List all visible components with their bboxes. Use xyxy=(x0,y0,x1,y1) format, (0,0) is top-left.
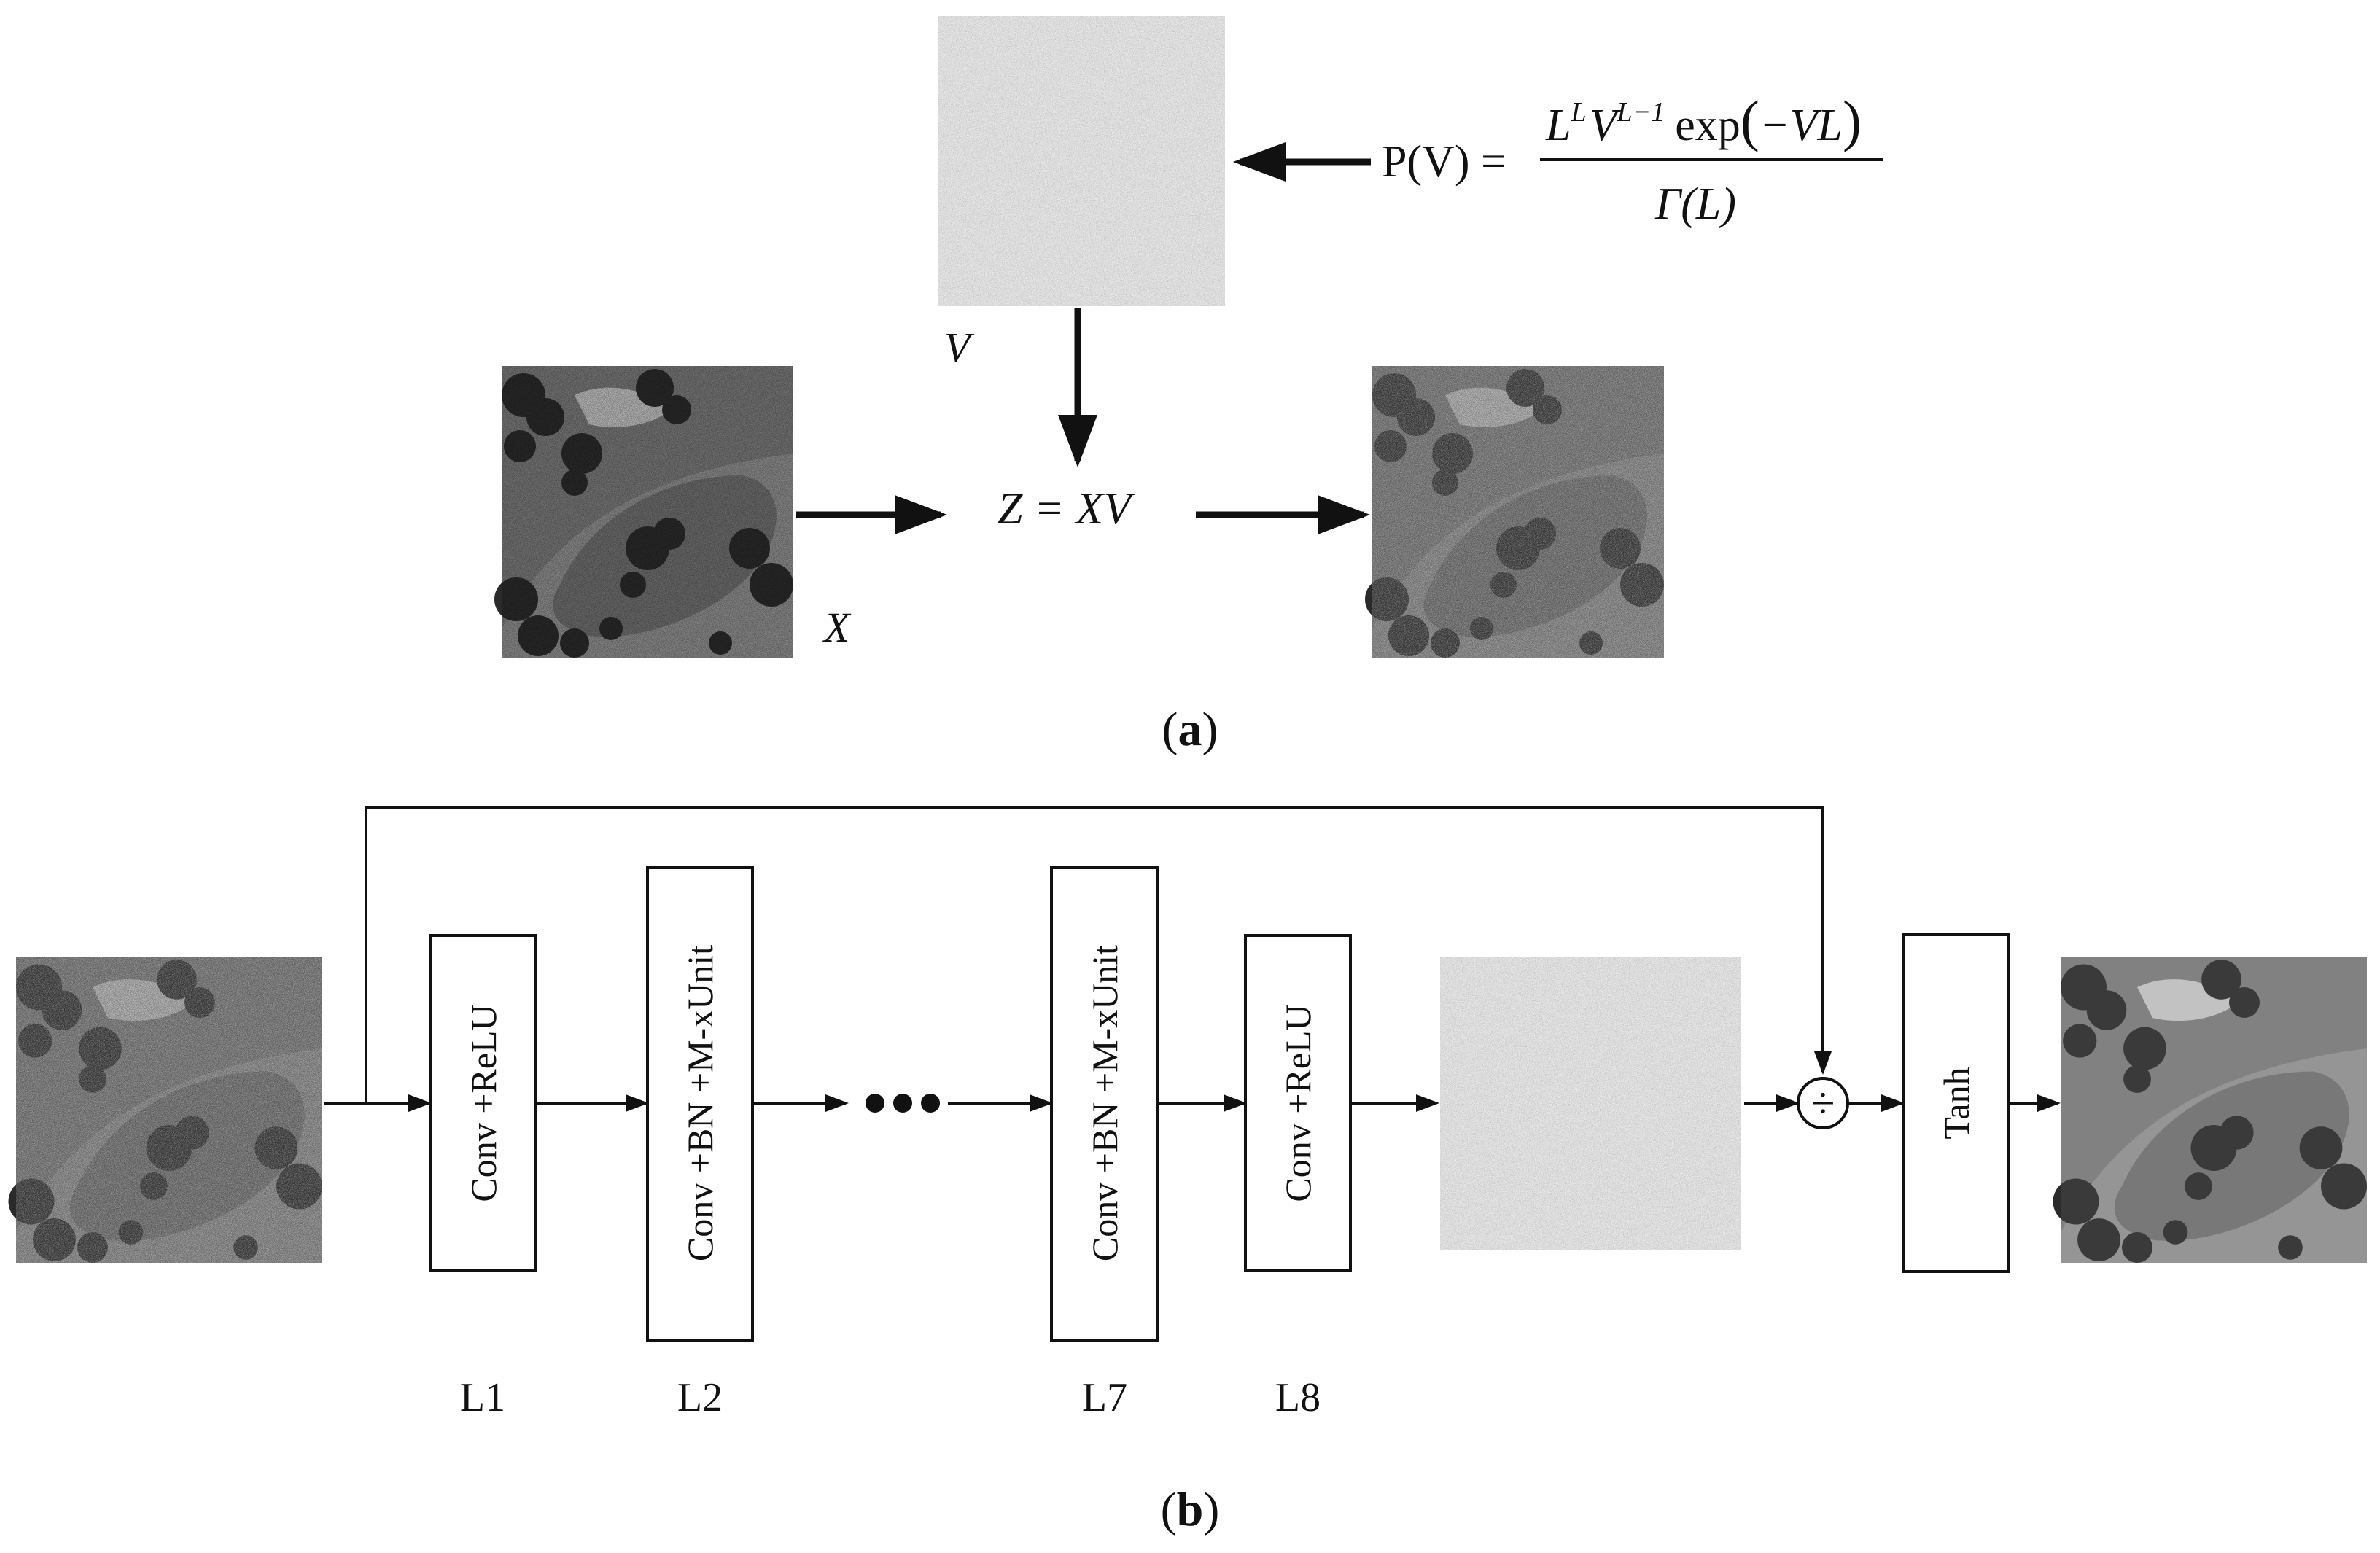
pdf-num-exp: exp xyxy=(1675,101,1741,150)
block-tanh: Tanh xyxy=(1902,933,2010,1273)
pdf-numerator: LLVL−1 exp(−VL) xyxy=(1545,89,1862,152)
ellipsis-dots xyxy=(866,1094,940,1113)
caption-b: (b) xyxy=(1161,1483,1220,1536)
caption-a: (a) xyxy=(1162,703,1218,756)
divide-node: ÷ xyxy=(1797,1077,1849,1129)
noise-image-v xyxy=(938,16,1225,306)
block-l2: Conv +BN +M-xUnit L2 xyxy=(646,866,754,1420)
pdf-denominator: Γ(L) xyxy=(1654,179,1736,229)
noise-label-v: V xyxy=(944,324,975,371)
estimated-noise-image xyxy=(1440,957,1741,1250)
panel-b: Conv +ReLU L1 Conv +BN +M-xUnit L2 Conv … xyxy=(8,806,2367,1536)
pdf-num-v-sup: L−1 xyxy=(1617,97,1665,128)
equation-z-xv: Z = XV xyxy=(998,484,1135,534)
layer-label-l8: L8 xyxy=(1275,1375,1321,1420)
pdf-equation: P(V) = LLVL−1 exp(−VL) Γ(L) xyxy=(1382,89,1883,229)
block-l2-text: Conv +BN +M-xUnit xyxy=(680,945,720,1261)
block-l8: Conv +ReLU L8 xyxy=(1244,934,1352,1420)
pdf-num-v-base: V xyxy=(1590,101,1622,150)
block-l1: Conv +ReLU L1 xyxy=(429,934,537,1420)
pdf-lhs: P(V) = xyxy=(1382,137,1506,187)
pdf-num-l-sup: L xyxy=(1570,97,1586,128)
pdf-num-neg-vl: −VL xyxy=(1759,101,1843,150)
layer-label-l7: L7 xyxy=(1082,1375,1127,1420)
block-l1-text: Conv +ReLU xyxy=(463,1004,504,1202)
speckled-image xyxy=(1365,366,1664,658)
pdf-num-paren-close: ) xyxy=(1843,89,1862,152)
layer-label-l2: L2 xyxy=(677,1375,723,1420)
pdf-num-l-base: L xyxy=(1545,101,1571,150)
block-l7: Conv +BN +M-xUnit L7 xyxy=(1050,866,1159,1420)
block-tanh-text: Tanh xyxy=(1936,1067,1977,1139)
despeckled-output-image xyxy=(2053,957,2367,1263)
clean-image-x xyxy=(494,366,793,658)
input-label-x: X xyxy=(822,604,852,651)
skip-connection xyxy=(365,806,1832,1103)
pdf-num-paren-open: ( xyxy=(1741,89,1759,152)
divide-symbol: ÷ xyxy=(1811,1079,1835,1127)
layer-label-l1: L1 xyxy=(460,1375,505,1420)
noisy-input-image xyxy=(8,957,322,1263)
block-l8-text: Conv +ReLU xyxy=(1278,1004,1318,1202)
block-l7-text: Conv +BN +M-xUnit xyxy=(1084,945,1125,1261)
